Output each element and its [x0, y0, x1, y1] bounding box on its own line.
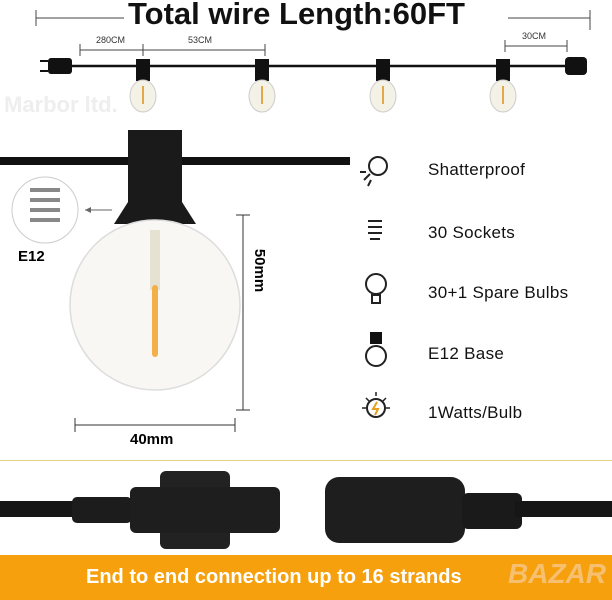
- mini-bulbs: [129, 59, 517, 113]
- dim-30cm: 30CM: [522, 31, 547, 41]
- dim-280cm: 280CM: [96, 35, 126, 45]
- dim-53cm: 53CM: [188, 35, 213, 45]
- socket: [114, 130, 196, 224]
- end-connector-icon: [565, 57, 587, 75]
- page-title: Total wire Length:60FT: [128, 0, 465, 31]
- feature-spare-bulbs: 30+1 Spare Bulbs: [428, 283, 569, 302]
- string-diagram: [35, 10, 591, 113]
- feature-shatterproof: Shatterproof: [428, 160, 526, 179]
- feature-e12-base: E12 Base: [428, 344, 505, 363]
- bazar-watermark: BAZAR: [508, 558, 606, 589]
- shatterproof-bulb-icon: [356, 150, 396, 190]
- watt-bulb-icon: [356, 390, 396, 430]
- banner-text: End to end connection up to 16 strands: [86, 566, 462, 588]
- connection-banner: [0, 555, 612, 600]
- bulb-icon: [356, 270, 396, 310]
- e12-base-icon: [356, 330, 396, 370]
- feature-wattage: 1Watts/Bulb: [428, 403, 523, 422]
- width-label: 40mm: [130, 431, 174, 448]
- watermark: Marbor ltd.: [4, 92, 118, 117]
- feature-sockets: 30 Sockets: [428, 223, 516, 242]
- bulb-closeup: [0, 130, 350, 432]
- filament: [152, 285, 158, 357]
- e12-label: E12: [18, 248, 45, 265]
- divider: [0, 460, 612, 461]
- plug-icon: [48, 58, 72, 74]
- socket-icon: [356, 213, 396, 253]
- height-label: 50mm: [251, 248, 269, 293]
- connector-photo: [0, 471, 612, 549]
